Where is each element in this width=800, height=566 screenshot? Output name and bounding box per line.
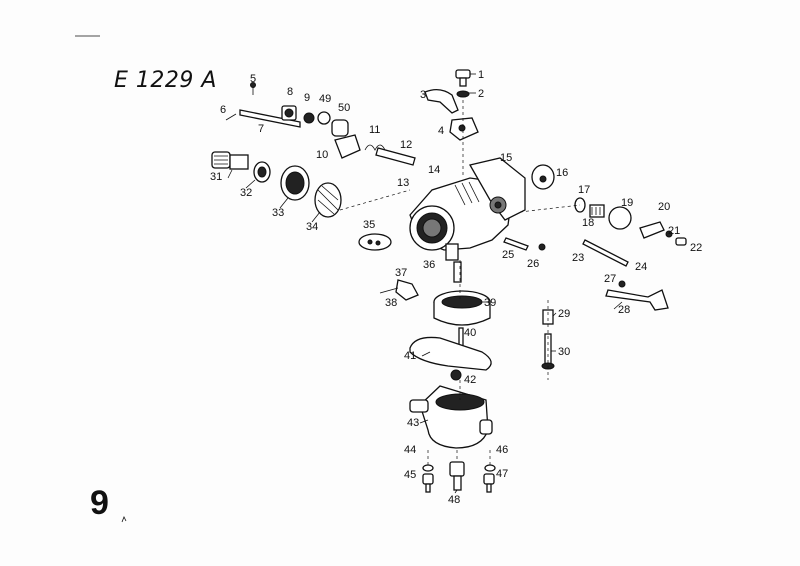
callout-8: 8 bbox=[287, 86, 293, 98]
callout-4: 4 bbox=[438, 125, 444, 137]
callout-10: 10 bbox=[316, 149, 328, 161]
callout-7: 7 bbox=[258, 123, 264, 135]
callout-18: 18 bbox=[582, 217, 594, 229]
callout-36: 36 bbox=[423, 259, 435, 271]
callout-43: 43 bbox=[407, 417, 419, 429]
callout-35: 35 bbox=[363, 219, 375, 231]
callout-15: 15 bbox=[500, 152, 512, 164]
diagram-title: E 1229 A bbox=[114, 68, 217, 93]
callout-13: 13 bbox=[397, 177, 409, 189]
callout-50: 50 bbox=[338, 102, 350, 114]
float-bowl-group bbox=[379, 260, 555, 493]
callout-37: 37 bbox=[395, 267, 407, 279]
leader-lines bbox=[227, 73, 623, 494]
callout-31: 31 bbox=[210, 171, 222, 183]
choke-linkage-group bbox=[503, 164, 687, 311]
callout-47: 47 bbox=[496, 468, 508, 480]
callout-9: 9 bbox=[304, 92, 310, 104]
callout-30: 30 bbox=[558, 346, 570, 358]
carburetor-body bbox=[409, 157, 526, 261]
callout-6: 6 bbox=[220, 104, 226, 116]
callout-25: 25 bbox=[502, 249, 514, 261]
callout-20: 20 bbox=[658, 201, 670, 213]
callout-16: 16 bbox=[556, 167, 568, 179]
callout-45: 45 bbox=[404, 469, 416, 481]
callout-12: 12 bbox=[400, 139, 412, 151]
callout-48: 48 bbox=[448, 494, 460, 506]
callout-41: 41 bbox=[404, 350, 416, 362]
callout-19: 19 bbox=[621, 197, 633, 209]
callout-40: 40 bbox=[464, 327, 476, 339]
callout-39: 39 bbox=[484, 297, 496, 309]
callout-labels: 1 2 3 4 5 6 7 8 9 10 11 12 13 14 15 16 1… bbox=[210, 69, 702, 506]
callout-24: 24 bbox=[635, 261, 647, 273]
callout-42: 42 bbox=[464, 374, 476, 386]
callout-3: 3 bbox=[420, 89, 426, 101]
callout-32: 32 bbox=[240, 187, 252, 199]
callout-29: 29 bbox=[558, 308, 570, 320]
callout-14: 14 bbox=[428, 164, 440, 176]
callout-2: 2 bbox=[478, 88, 484, 100]
callout-21: 21 bbox=[668, 225, 680, 237]
callout-28: 28 bbox=[618, 304, 630, 316]
callout-46: 46 bbox=[496, 444, 508, 456]
callout-34: 34 bbox=[306, 221, 318, 233]
callout-5: 5 bbox=[250, 73, 256, 85]
callout-27: 27 bbox=[604, 273, 616, 285]
callout-38: 38 bbox=[385, 297, 397, 309]
callout-17: 17 bbox=[578, 184, 590, 196]
top-screw-lever-group bbox=[424, 69, 479, 175]
callout-33: 33 bbox=[272, 207, 284, 219]
callout-26: 26 bbox=[527, 258, 539, 270]
callout-23: 23 bbox=[572, 252, 584, 264]
throttle-shaft-group bbox=[225, 82, 416, 166]
callout-49: 49 bbox=[319, 93, 331, 105]
callout-11: 11 bbox=[369, 124, 380, 136]
fuel-inlet-filter-group bbox=[211, 151, 411, 251]
callout-1: 1 bbox=[478, 69, 484, 81]
page-number: 9 bbox=[90, 484, 109, 522]
scan-mark bbox=[121, 516, 127, 523]
callout-44: 44 bbox=[404, 444, 416, 456]
callout-22: 22 bbox=[690, 242, 702, 254]
